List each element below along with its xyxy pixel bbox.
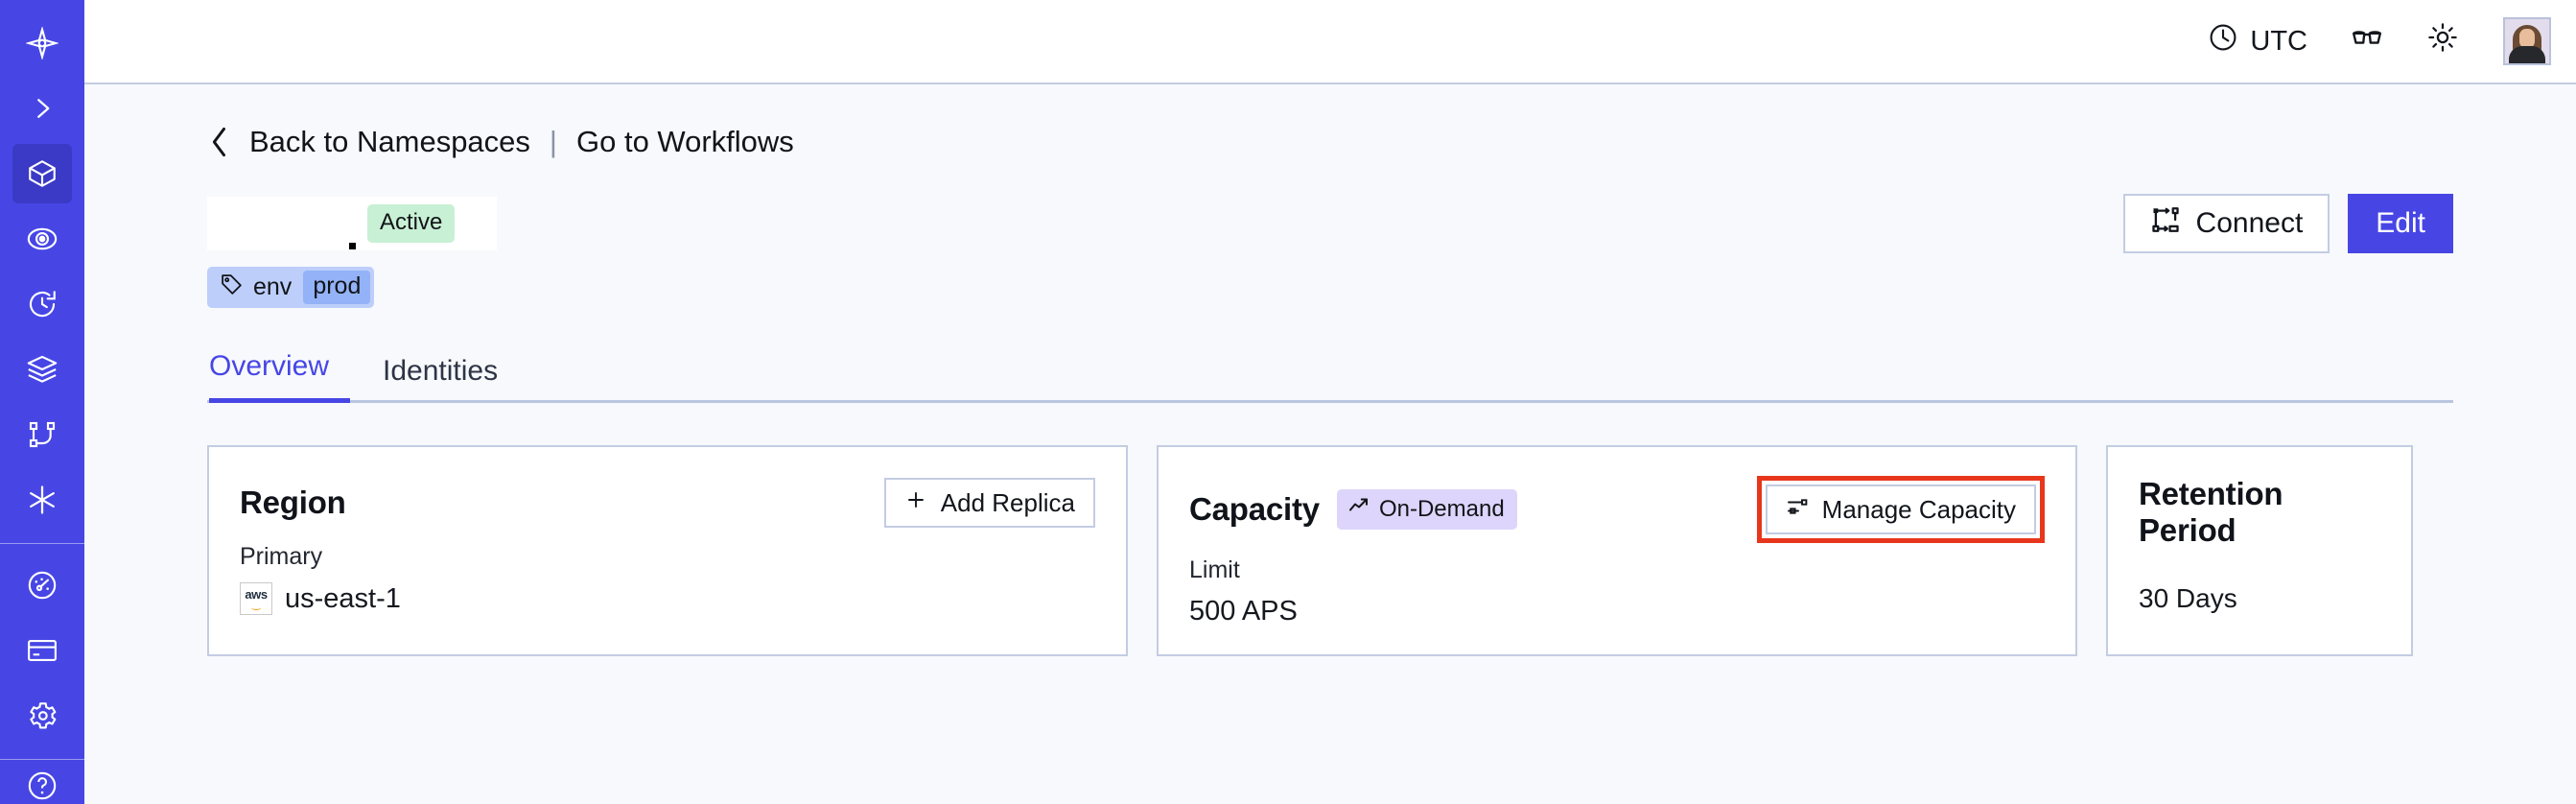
glasses-icon — [2350, 20, 2384, 62]
tag-icon — [220, 272, 244, 303]
sidebar-item-logo[interactable] — [12, 13, 72, 73]
breadcrumb-separator: | — [549, 125, 557, 158]
tab-overview[interactable]: Overview — [209, 350, 351, 403]
back-to-namespaces-link[interactable]: Back to Namespaces — [249, 125, 530, 158]
theme-toggle[interactable] — [2426, 21, 2459, 61]
credit-card-icon — [26, 634, 59, 667]
glasses-button[interactable] — [2350, 20, 2384, 62]
sidebar-divider-2 — [0, 759, 84, 760]
region-primary-label: Primary — [240, 543, 323, 570]
chevron-right-icon — [28, 94, 57, 123]
region-card: Region Add Replica Primary — [207, 445, 1128, 656]
eye-radar-icon — [26, 223, 59, 255]
avatar-face — [2519, 29, 2535, 49]
sidebar-item-expand[interactable] — [12, 79, 72, 138]
manage-capacity-highlight: Manage Capacity — [1756, 476, 2045, 543]
sidebar-divider-1 — [0, 543, 84, 544]
sidebar-item-settings[interactable] — [12, 686, 72, 745]
capacity-limit-label: Limit — [1189, 556, 1240, 583]
capacity-card-title: Capacity — [1189, 491, 1320, 527]
overview-cards: Region Add Replica Primary — [207, 445, 2453, 656]
capacity-value: 500 APS — [1189, 596, 1298, 627]
tag-list: env prod — [207, 267, 2453, 308]
connect-nodes-icon — [2150, 204, 2181, 243]
sidebar-item-workflows[interactable] — [12, 405, 72, 464]
sidebar-item-help[interactable] — [12, 771, 72, 800]
sun-icon — [2426, 21, 2459, 61]
sidebar-item-batch[interactable] — [12, 340, 72, 399]
manage-capacity-label: Manage Capacity — [1821, 494, 2016, 524]
trending-up-icon — [1347, 494, 1370, 524]
retention-card-title: Retention Period — [2139, 476, 2283, 548]
title-period-mark — [349, 242, 356, 249]
region-card-header: Region Add Replica — [240, 476, 1095, 530]
sidebar-item-schedules[interactable] — [12, 274, 72, 334]
go-to-workflows-link[interactable]: Go to Workflows — [575, 125, 794, 158]
cube-icon — [26, 157, 59, 190]
retention-card: Retention Period 30 Days — [2106, 445, 2413, 656]
capacity-card-header: Capacity On-Demand — [1189, 476, 2045, 543]
clock-icon — [2208, 22, 2238, 60]
tag-env-prod[interactable]: env prod — [207, 267, 375, 308]
sidebar-item-observability[interactable] — [12, 209, 72, 269]
region-card-title: Region — [240, 485, 346, 520]
namespace-title-row: Active — [207, 194, 2453, 253]
help-circle-icon — [26, 771, 59, 800]
add-replica-label: Add Replica — [940, 487, 1075, 517]
tab-bar: Overview Identities — [207, 350, 2453, 403]
breadcrumb: Back to Namespaces | Go to Workflows — [207, 125, 2453, 159]
timezone-selector[interactable]: UTC — [2208, 22, 2307, 60]
timezone-label: UTC — [2250, 25, 2307, 57]
avatar-body — [2509, 46, 2545, 63]
capacity-card: Capacity On-Demand — [1157, 445, 2077, 656]
retention-value: 30 Days — [2139, 583, 2237, 613]
aws-logo-swoosh: ‿ — [251, 598, 261, 610]
avatar[interactable] — [2503, 17, 2551, 65]
sidebar — [0, 0, 84, 804]
main-area: UTC — [84, 0, 2576, 804]
retention-card-header: Retention Period — [2139, 476, 2380, 549]
on-demand-badge-label: On-Demand — [1378, 495, 1505, 522]
sidebar-item-nexus[interactable] — [12, 470, 72, 530]
connect-button[interactable]: Connect — [2122, 194, 2330, 253]
tag-key: env — [253, 273, 293, 300]
tag-value: prod — [303, 271, 371, 304]
gear-icon — [26, 699, 59, 732]
edit-button-label: Edit — [2376, 207, 2425, 239]
manage-capacity-button[interactable]: Manage Capacity — [1765, 485, 2036, 534]
connect-button-label: Connect — [2195, 207, 2304, 239]
add-replica-button[interactable]: Add Replica — [883, 478, 1095, 528]
sliders-icon — [1786, 495, 1809, 525]
status-badge: Active — [367, 204, 456, 243]
on-demand-badge: On-Demand — [1336, 489, 1517, 530]
content: Back to Namespaces | Go to Workflows Act… — [84, 84, 2576, 804]
plus-icon — [904, 488, 927, 518]
edit-button[interactable]: Edit — [2348, 194, 2453, 253]
region-value-row: aws ‿ us-east-1 — [240, 582, 1095, 615]
tab-identities[interactable]: Identities — [383, 355, 499, 387]
aws-logo-text: aws — [245, 586, 268, 602]
topbar: UTC — [84, 0, 2576, 84]
temporal-logo-icon — [26, 27, 59, 59]
sidebar-item-billing[interactable] — [12, 621, 72, 680]
aws-logo-icon: aws ‿ — [240, 582, 272, 615]
asterisk-icon — [26, 484, 59, 516]
sidebar-item-namespaces[interactable] — [12, 144, 72, 203]
region-value: us-east-1 — [285, 582, 401, 614]
git-branch-icon — [27, 419, 58, 450]
clock-rewind-icon — [26, 288, 59, 320]
gauge-icon — [26, 569, 59, 602]
sidebar-item-usage[interactable] — [12, 556, 72, 615]
layers-icon — [26, 353, 59, 386]
chevron-left-icon[interactable] — [207, 126, 232, 158]
